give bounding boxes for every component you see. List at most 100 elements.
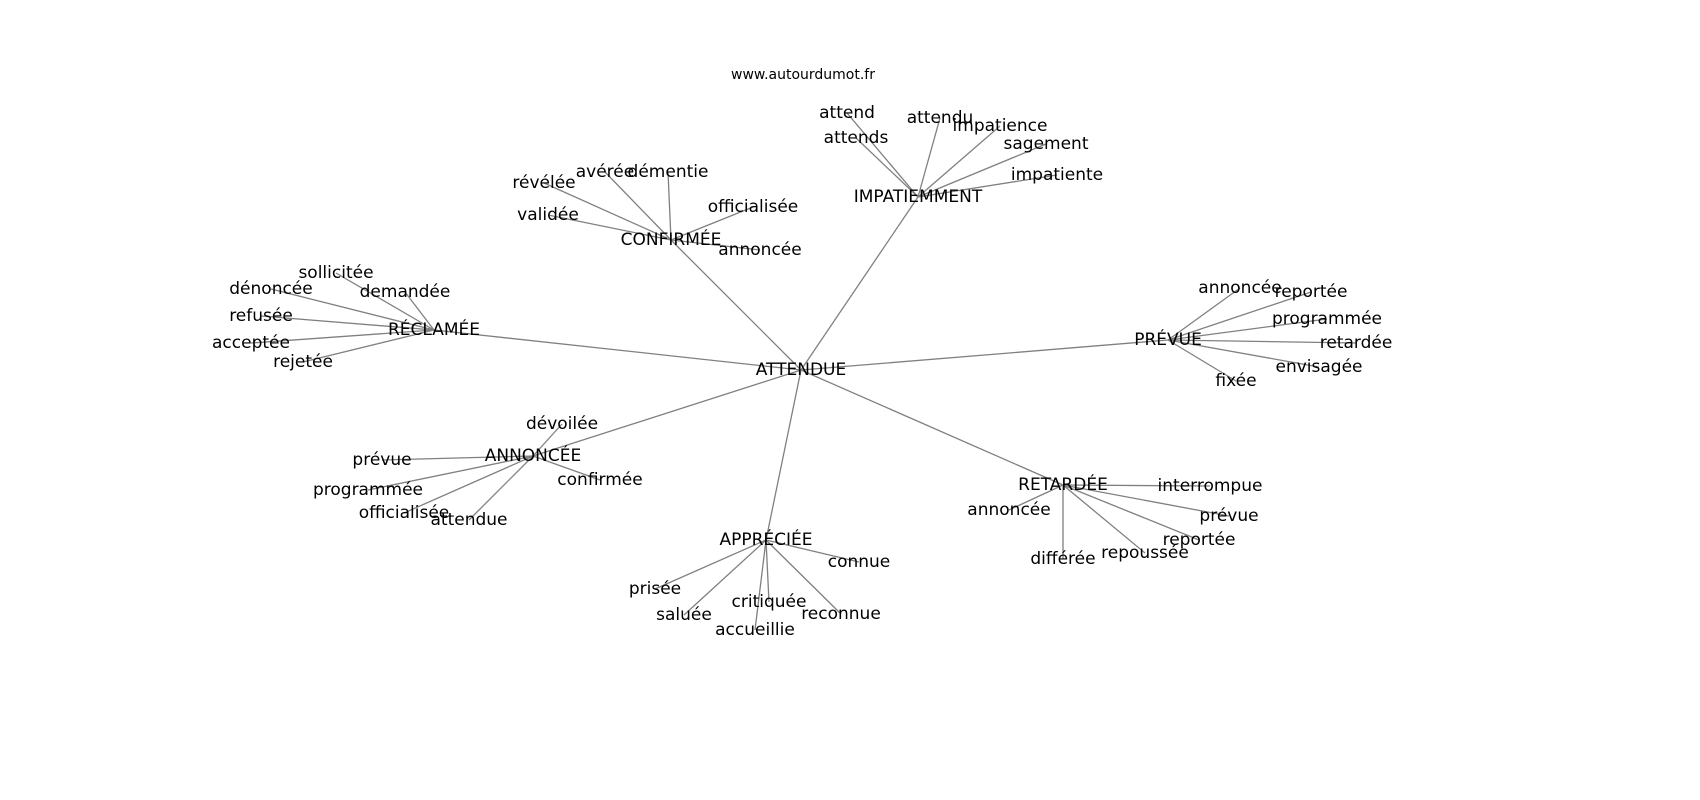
edge-hub-leaf [683, 539, 767, 616]
leaf-node-label: accueillie [715, 620, 795, 640]
leaf-node-label: envisagée [1275, 357, 1362, 377]
edge-center-hub [800, 369, 1064, 486]
hub-node-label: CONFIRMÉE [621, 228, 722, 250]
leaf-node-label: programmée [1272, 309, 1382, 329]
edge-center-hub [765, 369, 802, 541]
leaf-node-label: différée [1030, 549, 1095, 569]
edge-center-hub [433, 329, 802, 371]
site-title: www.autourdumot.fr [731, 67, 875, 83]
leaf-node-label: révélée [512, 173, 575, 193]
leaf-node-label: annoncée [1198, 278, 1281, 298]
labels: ATTENDUE IMPATIEMMENT attend attends attendu… [212, 103, 1392, 640]
edges [250, 112, 1357, 631]
edge-hub-leaf [1167, 291, 1312, 341]
edge-hub-leaf [1167, 339, 1237, 382]
edge-hub-leaf [855, 137, 919, 198]
hub-node-label: IMPATIEMMENT [854, 187, 983, 207]
edge-hub-leaf [335, 272, 435, 331]
edge-center-hub [800, 339, 1169, 371]
leaf-node-label: prisée [629, 579, 681, 599]
leaf-node-label: annoncée [718, 240, 801, 260]
hub-node-label: RETARDÉE [1018, 473, 1108, 495]
edge-hub-leaf [667, 171, 672, 241]
edge-hub-leaf [670, 239, 761, 251]
edge-hub-leaf [604, 171, 672, 241]
leaf-node-label: démentie [628, 162, 709, 182]
hub-node-label: PRÉVUE [1134, 328, 1202, 350]
hub-node-label: ANNONCÉE [485, 444, 582, 466]
edge-hub-leaf [1062, 484, 1146, 554]
leaf-node-label: officialisée [359, 503, 450, 523]
leaf-node-label: attendu [907, 108, 974, 128]
leaf-node-label: sollicitée [298, 263, 373, 283]
edge-hub-leaf [670, 206, 754, 241]
edge-hub-leaf [468, 455, 534, 521]
edge-hub-leaf [765, 539, 860, 563]
leaf-node-label: refusée [229, 306, 293, 326]
leaf-node-label: connue [828, 552, 891, 572]
edge-hub-leaf [543, 182, 672, 241]
leaf-node-label: prévue [1199, 506, 1258, 526]
edge-hub-leaf [302, 329, 435, 363]
edge-center-hub [670, 239, 802, 371]
leaf-node-label: acceptée [212, 333, 290, 353]
edge-hub-leaf [765, 539, 842, 615]
leaf-node-label: annoncée [967, 500, 1050, 520]
edge-hub-leaf [917, 125, 1001, 198]
leaf-node-label: dévoilée [526, 414, 598, 434]
leaf-node-label: attend [819, 103, 875, 123]
leaf-node-label: critiquée [732, 592, 807, 612]
edge-hub-leaf [1167, 339, 1320, 368]
leaf-node-label: impatiente [1011, 165, 1103, 185]
leaf-node-label: demandée [360, 282, 451, 302]
edge-hub-leaf [917, 117, 941, 198]
leaf-node-label: confirmée [557, 470, 642, 490]
leaf-node-label: impatience [953, 116, 1048, 136]
edge-hub-leaf [1062, 484, 1211, 487]
leaf-node-label: saluée [656, 605, 712, 625]
edge-hub-leaf [1062, 484, 1200, 541]
hub-node-label: APPRÉCIÉE [719, 528, 812, 550]
edge-hub-leaf [754, 539, 767, 631]
edge-hub-leaf [917, 143, 1047, 198]
leaf-node-label: prévue [352, 450, 411, 470]
edge-hub-leaf [403, 455, 534, 514]
leaf-node-label: dénoncée [229, 279, 312, 299]
edge-hub-leaf [260, 315, 435, 331]
edge-hub-leaf [1167, 287, 1241, 341]
edge-hub-leaf [765, 539, 770, 603]
edge-hub-leaf [250, 329, 435, 344]
leaf-node-label: reportée [1275, 282, 1348, 302]
leaf-node-label: interrompue [1158, 476, 1263, 496]
leaf-node-label: reportée [1163, 530, 1236, 550]
edge-hub-leaf [846, 112, 919, 198]
leaf-node-label: reconnue [801, 604, 881, 624]
leaf-node-label: validée [517, 205, 579, 225]
leaf-node-label: rejetée [273, 352, 333, 372]
edge-hub-leaf [532, 455, 601, 481]
edge-center-hub [800, 196, 919, 371]
edge-hub-leaf [404, 291, 435, 331]
leaf-node-label: sagement [1004, 134, 1089, 154]
leaf-node-label: fixée [1215, 371, 1256, 391]
edge-hub-leaf [1008, 484, 1064, 511]
edge-hub-leaf [1167, 339, 1357, 344]
edge-hub-leaf [1167, 318, 1328, 341]
center-node-label: ATTENDUE [756, 360, 847, 380]
leaf-node-label: repoussée [1101, 543, 1189, 563]
leaf-node-label: retardée [1320, 333, 1393, 353]
leaf-node-label: programmée [313, 480, 423, 500]
leaf-node-label: avérée [576, 162, 634, 182]
edge-hub-leaf [1062, 484, 1230, 517]
edge-center-hub [532, 369, 802, 457]
edge-hub-leaf [547, 214, 672, 241]
edge-hub-leaf [917, 174, 1058, 198]
leaf-node-label: officialisée [708, 197, 799, 217]
edge-hub-leaf [270, 288, 435, 331]
edge-hub-leaf [367, 455, 534, 491]
hub-node-label: RÉCLAMÉE [388, 318, 480, 340]
edge-hub-leaf [532, 423, 563, 457]
edge-hub-leaf [381, 455, 534, 461]
leaf-node-label: attends [824, 128, 889, 148]
